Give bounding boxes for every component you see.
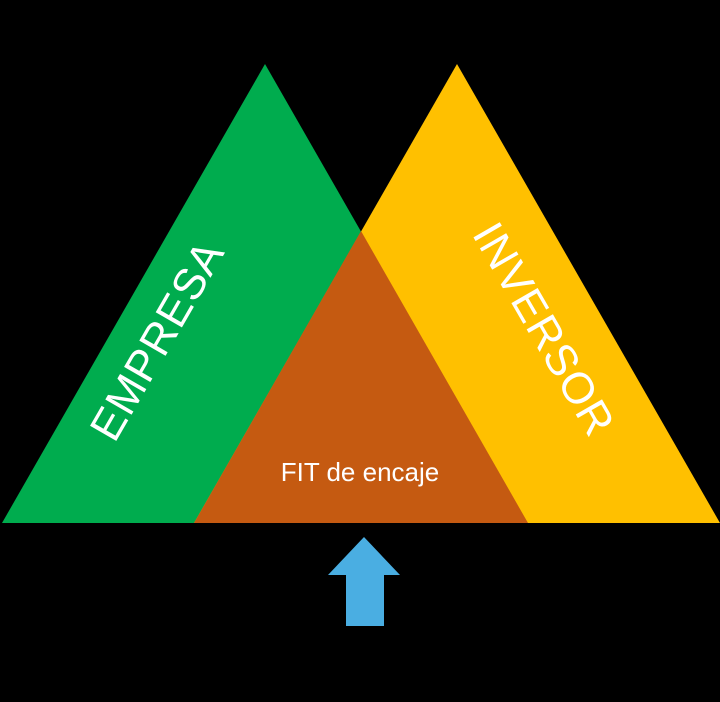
up-arrow-icon (328, 537, 400, 626)
fit-label: FIT de encaje (281, 457, 440, 487)
fit-overlap-triangle (194, 231, 528, 523)
